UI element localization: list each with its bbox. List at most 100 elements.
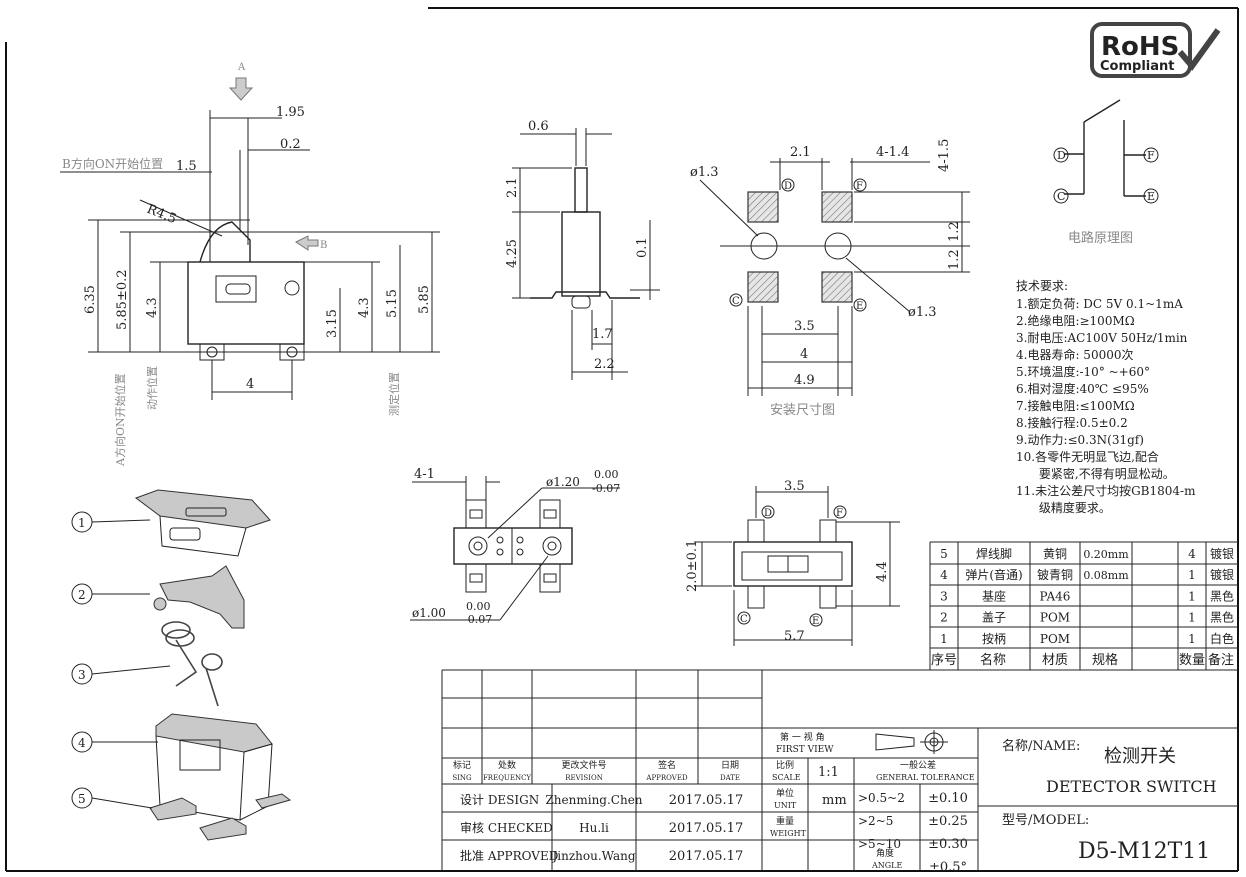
dim-pad-4: ø1.3 xyxy=(690,165,719,180)
tolerance-value: ±0.5° xyxy=(929,860,967,875)
tech-item: 6.相对湿度:40℃ ≤95% xyxy=(1016,381,1149,396)
dim-side-3: 4.25 xyxy=(505,239,520,268)
dim-pad-6: 1.2 xyxy=(947,249,962,270)
revision-header-en: DATE xyxy=(720,774,740,782)
angle-cn: 角度 xyxy=(876,847,894,859)
v-label-2: 动作位置 xyxy=(145,366,159,410)
top-label-c: C xyxy=(740,614,748,625)
dim-front-9: 4.3 xyxy=(357,297,372,318)
dim-front-10: 5.15 xyxy=(385,289,400,318)
dim-front-2: 0.2 xyxy=(280,137,301,152)
tech-item: 5.环境温度:-10° ~+60° xyxy=(1016,364,1150,379)
top-label-f: F xyxy=(836,508,843,519)
bom-header-no: 序号 xyxy=(931,653,957,668)
bom-cell-no: 2 xyxy=(940,611,948,625)
bottom-view: 4-1 ø1.20 0.00 -0.07 ø1.00 0.00 -0.07 xyxy=(410,467,620,626)
model-label: 型号/MODEL: xyxy=(1002,813,1089,828)
weight-en: WEIGHT xyxy=(770,829,807,838)
revision-header-en: REVISION xyxy=(565,774,603,782)
pad-label-d: D xyxy=(784,181,792,192)
unit-en: UNIT xyxy=(774,801,797,810)
pad-label-e: E xyxy=(856,301,863,312)
bom-cell-no: 3 xyxy=(940,589,948,603)
exploded-view: 1 2 3 4 5 xyxy=(71,489,292,841)
bom-cell-name: 盖子 xyxy=(982,611,1006,625)
pad-view-title: 安装尺寸图 xyxy=(770,403,835,418)
dim-front-3: 1.5 xyxy=(176,159,197,174)
arrow-b-label: B xyxy=(320,240,327,251)
tech-item: 3.耐电压:AC100V 50Hz/1min xyxy=(1016,331,1188,345)
dim-side-6: 2.2 xyxy=(594,357,615,372)
sign-date: 2017.05.17 xyxy=(669,793,743,808)
first-view-cn: 第 一 视 角 xyxy=(780,731,825,743)
unit-value: mm xyxy=(822,793,847,808)
tol-cn: 一般公差 xyxy=(900,759,936,771)
bom-cell-remark: 白色 xyxy=(1210,631,1234,646)
dim-pad-3: 4-1.5 xyxy=(937,139,952,172)
dim-front-7: 4.3 xyxy=(145,297,160,318)
sign-name: Hu.li xyxy=(579,821,609,835)
tech-item: 2.绝缘电阻:≥100MΩ xyxy=(1016,313,1135,328)
tech-item: 8.接触行程:0.5±0.2 xyxy=(1016,415,1128,430)
bom-header-material: 材质 xyxy=(1042,653,1068,668)
revision-header-en: APPROVED xyxy=(645,774,688,782)
v-label-3: 测定位置 xyxy=(387,372,401,416)
dim-pad-2: 4-1.4 xyxy=(876,145,909,160)
bom-cell-material: POM xyxy=(1040,611,1070,625)
dim-front-4: R4.5 xyxy=(145,202,179,227)
part-callout-4: 4 xyxy=(78,736,86,750)
dim-side-1: 0.6 xyxy=(528,119,549,134)
bom-cell-remark: 黑色 xyxy=(1210,589,1234,603)
circuit-diagram: D C F E 电路原理图 xyxy=(1053,99,1159,246)
dim-bottom-3: 0.00 xyxy=(594,468,619,481)
dim-pad-8: 4 xyxy=(800,347,808,362)
circuit-terminal-e: E xyxy=(1147,190,1155,203)
circuit-terminal-c: C xyxy=(1057,190,1065,203)
frame xyxy=(5,7,1239,872)
tech-item: 7.接触电阻:≤100MΩ xyxy=(1016,398,1135,413)
revision-header-cn: 处数 xyxy=(498,759,516,771)
tech-item: 要紧密,不得有明显松动。 xyxy=(1016,466,1175,481)
bom-cell-spec: 0.20mm xyxy=(1083,548,1129,561)
pad-layout-view: 2.1 4-1.4 4-1.5 ø1.3 1.2 1.2 3.5 4 4.9 ø… xyxy=(690,139,970,418)
tolerance-value: ±0.25 xyxy=(928,814,968,829)
tolerance-value: ±0.10 xyxy=(928,791,968,806)
side-view: 0.6 2.1 4.25 0.1 1.7 2.2 xyxy=(505,119,660,380)
dim-top-2: 2.0±0.1 xyxy=(685,540,700,592)
sign-role: 设计 DESIGN xyxy=(460,793,539,807)
b-start-label: B方向ON开始位置 xyxy=(62,156,163,171)
dim-bottom-6: 0.00 xyxy=(466,600,491,613)
name-cn: 检测开关 xyxy=(1104,746,1176,767)
bom-cell-no: 5 xyxy=(940,547,948,561)
bom-cell-material: 铍青铜 xyxy=(1037,567,1073,582)
front-view: A B B方向ON开始位置 1.95 xyxy=(60,62,440,467)
weight-cn: 重量 xyxy=(776,815,794,827)
tech-requirements: 技术要求: 1.额定负荷: DC 5V 0.1~1mA2.绝缘电阻:≥100MΩ… xyxy=(1016,279,1196,515)
tol-en: GENERAL TOLERANCE xyxy=(876,773,975,782)
name-en: DETECTOR SWITCH xyxy=(1046,777,1217,796)
tech-item: 9.动作力:≤0.3N(31gf) xyxy=(1016,433,1144,447)
bom-cell-remark: 镀银 xyxy=(1210,568,1234,582)
first-view-en: FIRST VIEW xyxy=(776,745,834,755)
circuit-title: 电路原理图 xyxy=(1068,230,1133,246)
check-icon xyxy=(1177,28,1221,71)
bom-cell-material: PA46 xyxy=(1040,589,1071,603)
tech-item: 10.各零件无明显飞边,配合 xyxy=(1016,449,1159,464)
dim-pad-9: 4.9 xyxy=(794,373,815,388)
rohs-line2: Compliant xyxy=(1100,59,1174,74)
dim-front-11: 5.85 xyxy=(417,285,432,314)
unit-cn: 单位 xyxy=(776,787,794,799)
dim-top-3: 4.4 xyxy=(875,561,890,582)
sign-role: 批准 APPROVED xyxy=(460,848,558,863)
tech-item: 级精度要求。 xyxy=(1016,500,1111,515)
bom-cell-material: 黄铜 xyxy=(1043,546,1067,561)
dim-bottom-5: ø1.00 xyxy=(412,606,446,620)
dim-pad-10: ø1.3 xyxy=(908,305,937,320)
bom-header-remark: 备注 xyxy=(1208,652,1234,668)
part-callout-5: 5 xyxy=(78,792,86,806)
dim-bottom-2: ø1.20 xyxy=(546,475,580,489)
top-view: 3.5 2.0±0.1 4.4 5.7 D F C E xyxy=(685,479,900,646)
dim-side-5: 1.7 xyxy=(592,327,613,342)
dim-side-4: 0.1 xyxy=(635,237,650,258)
